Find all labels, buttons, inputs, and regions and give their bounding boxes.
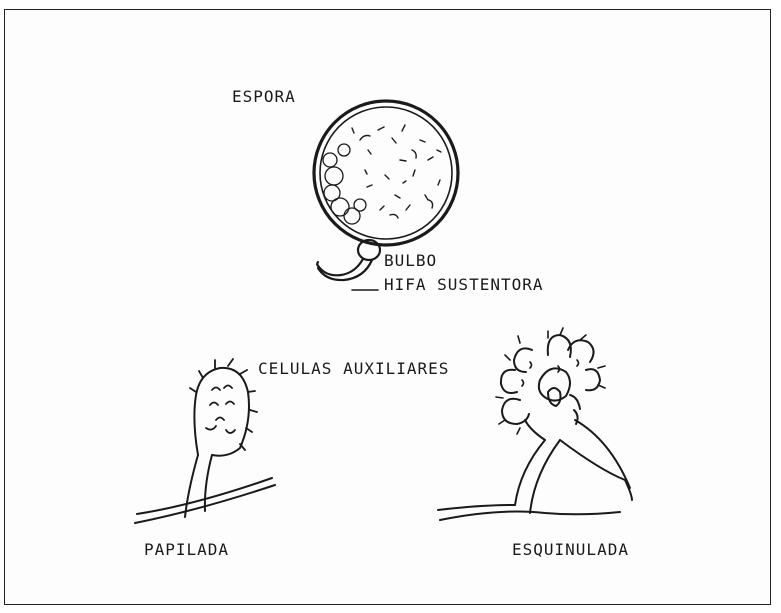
spore-label: ESPORA xyxy=(232,88,296,106)
auxiliary-cells-label: CELULAS AUXILIARES xyxy=(258,360,449,378)
subtending-hypha-label: HIFA SUSTENTORA xyxy=(384,276,544,294)
bulb-drawing xyxy=(317,240,380,280)
echinulate-cell-drawing xyxy=(438,328,632,520)
papillate-cell-drawing xyxy=(135,359,275,523)
echinulate-label: ESQUINULADA xyxy=(512,541,629,559)
spore-drawing xyxy=(314,101,458,245)
papillate-label: PAPILADA xyxy=(144,541,229,559)
bulb-label: BULBO xyxy=(384,252,437,270)
